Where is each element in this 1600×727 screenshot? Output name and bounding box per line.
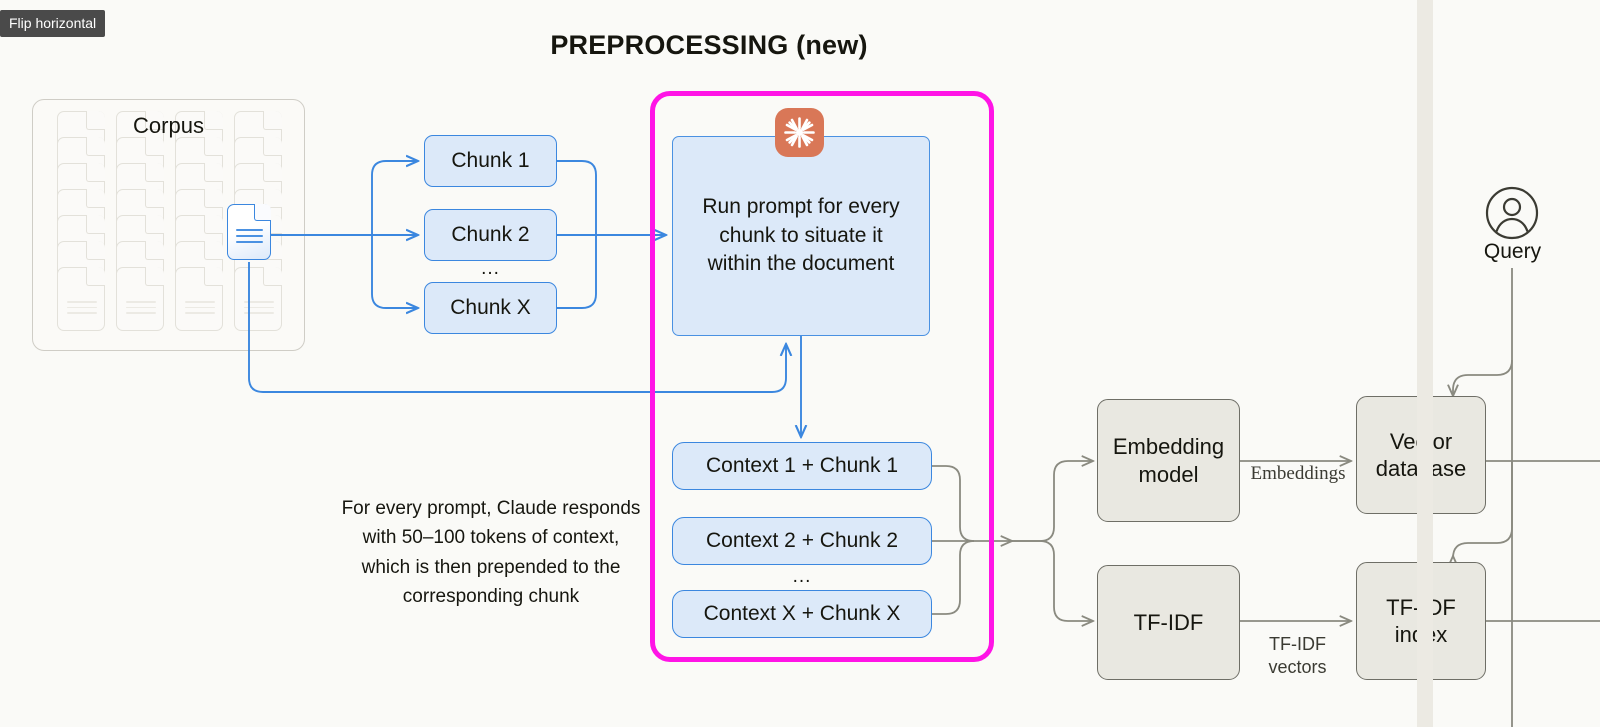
chunk-label: Chunk 1 [451, 149, 530, 172]
context-ellipsis: ... [792, 566, 812, 587]
doc-text-lines [126, 301, 156, 318]
chunk-label: Chunk X [450, 296, 531, 319]
embedding-model-box[interactable]: Embedding model [1097, 399, 1240, 522]
claude-sunburst-icon [775, 108, 824, 157]
corpus-doc-column [116, 111, 164, 333]
user-circle-icon [1485, 186, 1539, 240]
flip-horizontal-tooltip: Flip horizontal [0, 10, 106, 37]
embedding-model-label: Embedding model [1112, 434, 1225, 487]
doc-text-lines [185, 301, 215, 318]
run-prompt-label: Run prompt for every chunk to situate it… [702, 195, 900, 276]
doc-text-lines [67, 301, 97, 318]
vertical-scrollbar-track[interactable] [1417, 0, 1433, 727]
context-box-x[interactable]: Context X + Chunk X [672, 590, 932, 638]
chunk-box-2[interactable]: Chunk 2 [424, 209, 557, 261]
embeddings-edge-label: Embeddings [1250, 463, 1346, 484]
chunk-box-1[interactable]: Chunk 1 [424, 135, 557, 187]
selected-document-icon[interactable] [227, 204, 271, 260]
context-box-1[interactable]: Context 1 + Chunk 1 [672, 442, 932, 490]
context-label: Context 2 + Chunk 2 [705, 529, 899, 552]
corpus-label: Corpus [133, 113, 204, 138]
diagram-title: PREPROCESSING (new) [550, 30, 868, 60]
query-label: Query [1483, 240, 1542, 263]
chunk-ellipsis: ... [481, 258, 500, 279]
doc-text-lines [236, 229, 263, 247]
doc-text-lines [244, 301, 274, 318]
tfidf-vectors-edge-label: TF-IDF vectors [1268, 634, 1327, 678]
corpus-ghost-doc-icon [234, 267, 282, 331]
context-box-2[interactable]: Context 2 + Chunk 2 [672, 517, 932, 565]
corpus-doc-column [175, 111, 223, 333]
run-prompt-box[interactable]: Run prompt for every chunk to situate it… [672, 136, 930, 336]
context-label: Context X + Chunk X [703, 602, 901, 625]
corpus-ghost-doc-icon [116, 267, 164, 331]
tfidf-label: TF-IDF [1133, 609, 1204, 635]
corpus-ghost-doc-icon [57, 267, 105, 331]
corpus-doc-column [57, 111, 105, 333]
context-label: Context 1 + Chunk 1 [705, 454, 899, 477]
side-note-text: For every prompt, Claude responds with 5… [341, 498, 641, 608]
corpus-ghost-doc-icon [175, 267, 223, 331]
chunk-label: Chunk 2 [451, 223, 530, 246]
chunk-box-x[interactable]: Chunk X [424, 282, 557, 334]
tfidf-box[interactable]: TF-IDF [1097, 565, 1240, 680]
